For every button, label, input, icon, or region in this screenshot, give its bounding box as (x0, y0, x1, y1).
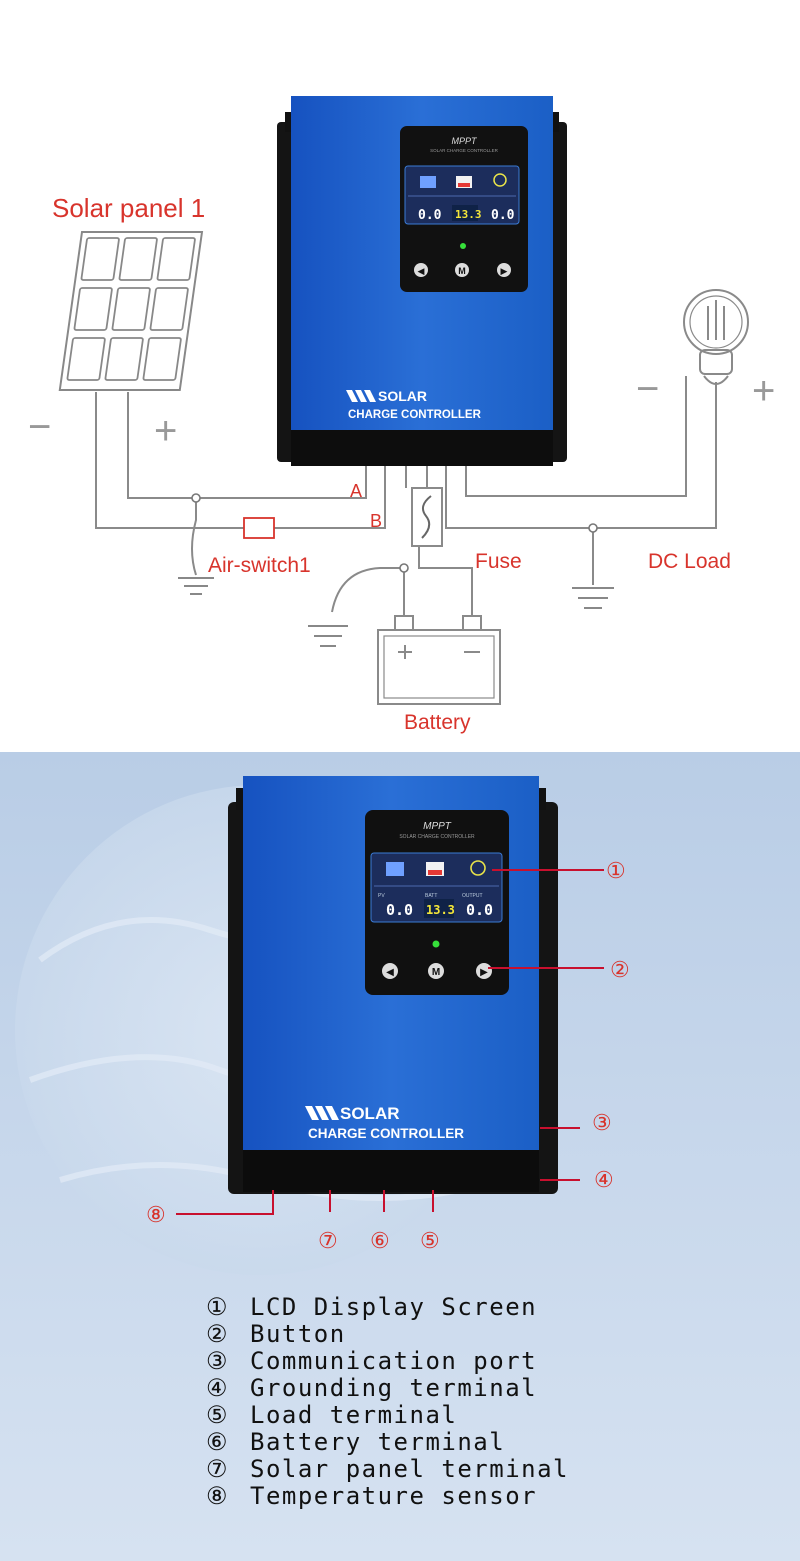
charge-controller-front: MPPT SOLAR CHARGE CONTROLLER PV BATT OUT… (228, 776, 558, 1194)
component-legend: ① LCD Display Screen ② Button ③ Communicati… (206, 1294, 766, 1510)
ground-icon (178, 577, 214, 595)
lcd-subtitle: SOLAR CHARGE CONTROLLER (430, 148, 499, 153)
legend-item: ② Button (206, 1321, 766, 1348)
legend-number: ⑥ (206, 1428, 230, 1456)
callout-1: ① (606, 858, 626, 883)
lcd-title: MPPT (451, 136, 478, 146)
left-button[interactable] (414, 263, 428, 277)
legend-item: ⑥ Battery terminal (206, 1429, 766, 1456)
solar-panel-icon (58, 231, 204, 391)
legend-number: ⑤ (206, 1401, 230, 1429)
dc-load-label: DC Load (648, 550, 731, 573)
left-button-icon: ◀ (386, 967, 394, 978)
brand-text: SOLAR (340, 1104, 400, 1123)
controller-subtitle: CHARGE CONTROLLER (308, 1126, 464, 1141)
legend-item: ⑦ Solar panel terminal (206, 1456, 766, 1483)
solar-panel-label: Solar panel 1 (52, 193, 205, 223)
lcd-batt-value: 13.3 (455, 208, 482, 221)
panel-plus-sign: + (154, 409, 177, 453)
callout-2: ② (610, 957, 630, 982)
panel-minus-sign: − (28, 405, 51, 449)
legend-item: ④ Grounding terminal (206, 1375, 766, 1402)
legend-number: ③ (206, 1347, 230, 1375)
legend-text: Communication port (250, 1347, 538, 1375)
right-button-icon: ▶ (480, 967, 488, 978)
legend-number: ② (206, 1320, 230, 1348)
legend-text: Grounding terminal (250, 1374, 538, 1402)
ground-icon (572, 587, 614, 609)
light-bulb-icon (683, 289, 749, 385)
legend-text: Button (250, 1320, 346, 1348)
lcd-pv-value: 0.0 (418, 208, 442, 223)
battery-icon (377, 615, 501, 705)
menu-button[interactable] (455, 263, 469, 277)
charge-controller-top: MPPT SOLAR CHARGE CONTROLLER 0.0 13.3 0.… (277, 96, 567, 466)
left-button-icon: ◀ (418, 266, 425, 276)
callout-5: ⑤ (420, 1228, 440, 1253)
battery-label: Battery (404, 711, 471, 734)
legend-item: ⑤ Load terminal (206, 1402, 766, 1429)
fuse-icon (411, 487, 443, 547)
legend-number: ④ (206, 1374, 230, 1402)
legend-item: ⑧ Temperature sensor (206, 1483, 766, 1510)
callout-6: ⑥ (370, 1228, 390, 1253)
wire-a-label: A (350, 481, 362, 501)
legend-number: ① (206, 1293, 230, 1321)
lcd-pv-value: 0.0 (386, 901, 413, 919)
callout-4: ④ (594, 1167, 614, 1192)
callout-8: ⑧ (146, 1202, 166, 1227)
lcd-batt-value: 13.3 (426, 903, 455, 917)
right-button[interactable] (497, 263, 511, 277)
legend-item: ③ Communication port (206, 1348, 766, 1375)
wiring-diagram: Solar panel 1 − + (28, 96, 775, 734)
lcd-output-label: OUTPUT (462, 893, 483, 899)
lcd-subtitle: SOLAR CHARGE CONTROLLER (399, 834, 475, 840)
lcd-batt-label: BATT (425, 893, 437, 899)
load-plus-sign: + (752, 369, 775, 413)
lcd-pv-label: PV (378, 893, 385, 899)
menu-button[interactable] (428, 963, 444, 979)
legend-text: Battery terminal (250, 1428, 506, 1456)
legend-text: Temperature sensor (250, 1482, 538, 1510)
lcd-output-value: 0.0 (466, 901, 493, 919)
legend-text: Load terminal (250, 1401, 458, 1429)
load-minus-sign: − (636, 367, 659, 411)
brand-logo-icon (305, 1106, 339, 1120)
air-switch-icon (243, 517, 275, 539)
right-button-icon: ▶ (501, 266, 508, 276)
air-switch-label: Air-switch1 (208, 554, 311, 577)
controller-subtitle: CHARGE CONTROLLER (348, 409, 482, 421)
lcd-output-value: 0.0 (491, 208, 515, 223)
legend-number: ⑦ (206, 1455, 230, 1483)
wire-b-label: B (370, 511, 382, 531)
legend-item: ① LCD Display Screen (206, 1294, 766, 1321)
brand-text: SOLAR (378, 388, 427, 404)
callout-7: ⑦ (318, 1228, 338, 1253)
brand-logo-icon (346, 390, 376, 402)
callout-3: ③ (592, 1110, 612, 1135)
lcd-title: MPPT (423, 821, 452, 832)
legend-text: LCD Display Screen (250, 1293, 538, 1321)
menu-button-label: M (432, 967, 440, 978)
menu-button-label: M (458, 266, 466, 276)
legend-number: ⑧ (206, 1482, 230, 1510)
legend-text: Solar panel terminal (250, 1455, 569, 1483)
product-overview: MPPT SOLAR CHARGE CONTROLLER PV BATT OUT… (0, 752, 800, 1561)
ground-icon (308, 625, 348, 647)
left-button[interactable] (382, 963, 398, 979)
fuse-label: Fuse (475, 550, 522, 573)
